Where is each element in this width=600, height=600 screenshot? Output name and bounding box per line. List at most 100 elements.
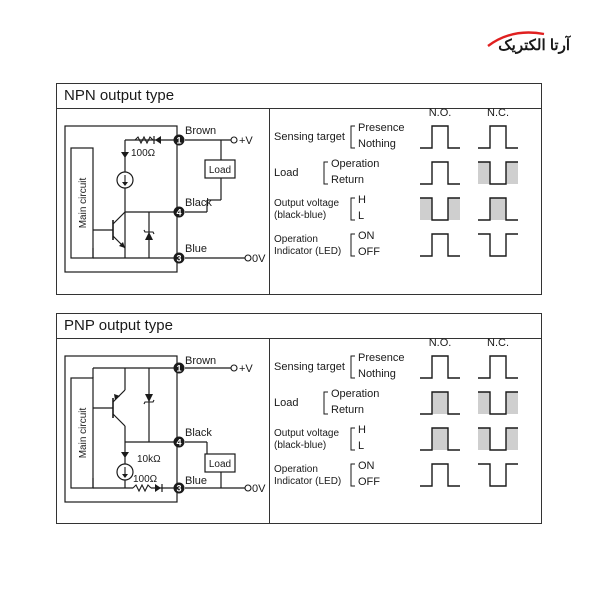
column-header: N.C. [487,108,509,119]
waveform-fill [506,428,518,450]
supply-negative-label: 0V [252,483,266,495]
state-label: Nothing [358,138,396,150]
main-circuit-block [70,377,94,489]
column-header: N.C. [487,338,509,349]
main-circuit-label: Main circuit [78,178,89,229]
state-label: Operation [331,388,379,400]
state-bracket [350,427,355,451]
black-wire-label: Black [185,427,212,439]
waveform-line [420,197,460,221]
state-label: ON [358,230,375,242]
led-symbol [121,452,129,458]
row-title: Sensing target [274,361,345,373]
diode-symbol [155,136,161,144]
terminal-4 [173,206,185,218]
state-label: Nothing [358,368,396,380]
resistor-symbol [134,135,154,145]
waveform-line [478,463,518,487]
waveform-line [478,427,518,451]
resistor-symbol [132,483,152,493]
main-circuit-label: Main circuit [78,408,89,459]
state-bracket [323,161,328,185]
waveform-fill [420,198,432,220]
supply-positive-label: +V [239,363,253,375]
waveform-fill [448,198,460,220]
waveform-fill [432,428,448,450]
blue-wire-label: Blue [185,243,207,255]
load-box [204,159,236,179]
pnp-timing-chart: N.O. N.C. Sensing target PresenceNothingLoa… [274,338,518,488]
logo-text: آرتا الکتریک [498,35,572,54]
supply-negative-label: 0V [252,253,266,265]
state-label: Operation [331,158,379,170]
zener-symbol [145,394,153,402]
row-title: Load [274,167,298,179]
pnp-panel: PNP output type Main circuit 10kΩ [56,313,542,524]
pnp-circuit-diagram: Main circuit 10kΩ 100Ω 1 [64,355,266,503]
state-label: Presence [358,122,404,134]
state-label: L [358,440,364,452]
load-label: Load [209,165,231,176]
waveform-line [478,161,518,185]
column-header: N.O. [429,338,452,349]
logo-swoosh [487,31,545,47]
row-title: Load [274,397,298,409]
panel-title: NPN output type [57,84,541,109]
terminal-1 [173,134,185,146]
waveform-line [420,427,460,451]
terminal-3 [173,482,185,494]
terminal-4 [173,436,185,448]
state-label: H [358,194,366,206]
row-title: Operation [274,464,318,475]
diode-symbol [155,484,161,492]
panel-divider [269,338,270,523]
state-bracket [350,125,355,149]
waveform-line [420,161,460,185]
row-title: Indicator (LED) [274,476,341,487]
waveform-fill [478,392,490,414]
npn-panel: NPN output type Main circuit 100Ω [56,83,542,295]
svg-text:3: 3 [176,254,181,264]
waveform-line [478,355,518,379]
npn-timing-chart: N.O.N.C.Sensing targetPresenceNothingLoa… [274,108,518,258]
state-bracket [350,197,355,221]
waveform-line [420,463,460,487]
state-label: Presence [358,352,404,364]
waveform-line [478,233,518,257]
brown-wire-label: Brown [185,355,216,367]
resistor-label: 100Ω [131,148,156,159]
state-label: L [358,210,364,222]
zener-symbol [145,232,153,240]
state-bracket [323,391,328,415]
row-title: (black-blue) [274,210,326,221]
load-label: Load [209,459,231,470]
svg-text:4: 4 [176,208,181,218]
supply-positive-label: +V [239,135,253,147]
waveform-line [420,233,460,257]
state-label: H [358,424,366,436]
led-symbol [121,152,129,158]
resistor-label: 100Ω [133,474,158,485]
waveform-fill [490,198,506,220]
waveform-line [478,197,518,221]
waveform-line [420,391,460,415]
row-title: Output voltage [274,428,339,439]
svg-text:4: 4 [176,438,181,448]
blue-wire-label: Blue [185,475,207,487]
state-label: OFF [358,246,380,258]
brown-wire-label: Brown [185,125,216,137]
svg-text:1: 1 [176,364,181,374]
load-box [204,453,236,473]
panel-title: PNP output type [57,314,541,339]
row-title: (black-blue) [274,440,326,451]
state-label: Return [331,404,364,416]
state-label: OFF [358,476,380,488]
row-title: Operation [274,234,318,245]
black-wire-label: Black [185,197,212,209]
svg-text:1: 1 [176,136,181,146]
row-title: Output voltage [274,198,339,209]
circuit-enclosure [64,125,178,273]
waveform-fill [478,428,490,450]
terminal-1 [173,362,185,374]
waveform-fill [506,162,518,184]
